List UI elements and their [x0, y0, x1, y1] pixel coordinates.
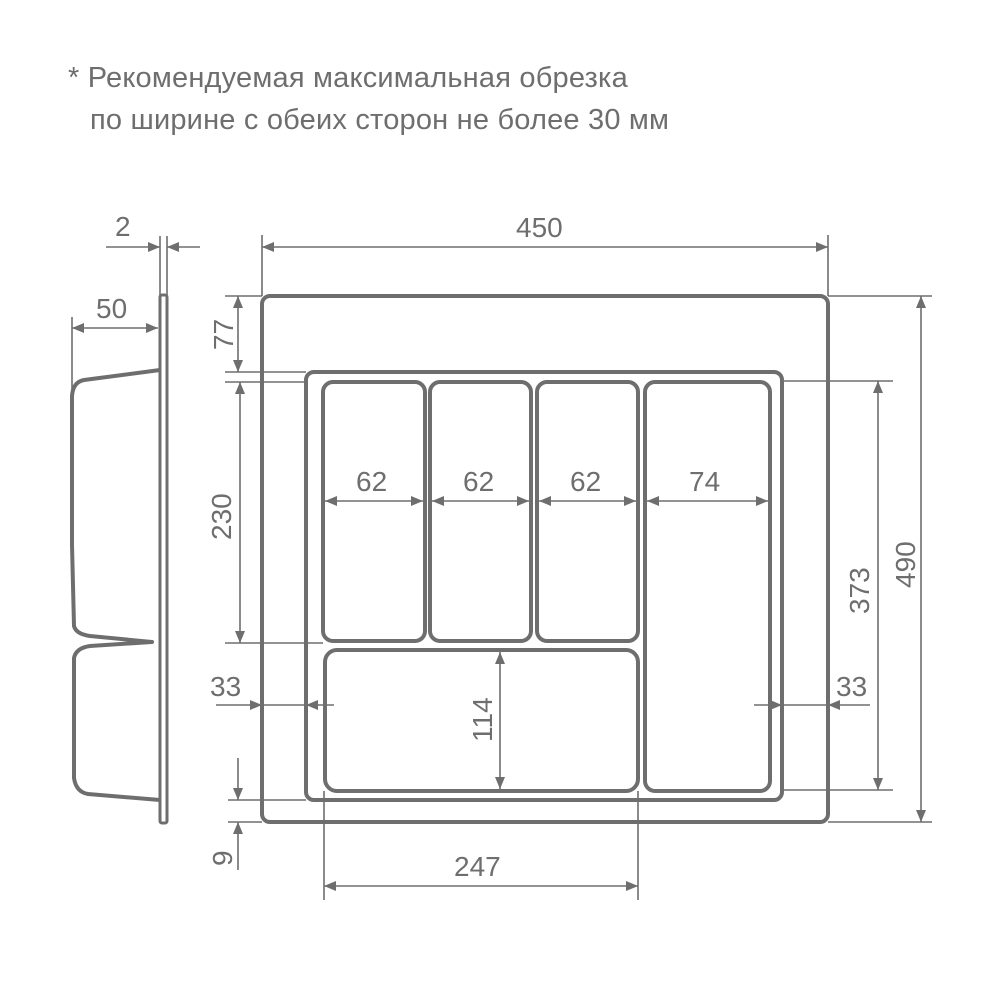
- compartment-4: [643, 380, 772, 793]
- compartment-1-width: 62: [356, 466, 387, 497]
- outer-frame: [260, 294, 830, 824]
- side-thickness-label: 2: [115, 211, 131, 242]
- note-line-1: * Рекомендуемая максимальная обрезка: [68, 62, 628, 94]
- compartment-2: [428, 380, 533, 643]
- compartment-3-width: 62: [570, 466, 601, 497]
- large-compartment: [323, 648, 640, 793]
- side-view: 2 50: [70, 211, 200, 825]
- compartment-2-width: 62: [463, 466, 494, 497]
- compartment-height-label: 230: [206, 493, 237, 540]
- side-depth-label: 50: [96, 293, 127, 324]
- top-view: 450 490 373 77 230 9 33: [206, 212, 932, 900]
- large-compartment-height: 114: [467, 697, 498, 742]
- compartment-4-width: 74: [689, 466, 720, 497]
- right-trim-label: 33: [836, 671, 867, 702]
- overall-width-label: 450: [516, 212, 563, 243]
- note-line-2: по ширине с обеих сторон не более 30 мм: [90, 104, 670, 136]
- inner-tray: [304, 370, 784, 802]
- inner-depth-label: 373: [844, 567, 875, 614]
- compartment-1: [321, 380, 427, 643]
- bottom-margin-label: 9: [207, 850, 238, 866]
- top-margin-label: 77: [208, 319, 239, 350]
- left-trim-label: 33: [210, 671, 241, 702]
- overall-depth-label: 490: [890, 541, 921, 588]
- compartment-3: [535, 380, 640, 643]
- large-compartment-width: 247: [454, 851, 501, 882]
